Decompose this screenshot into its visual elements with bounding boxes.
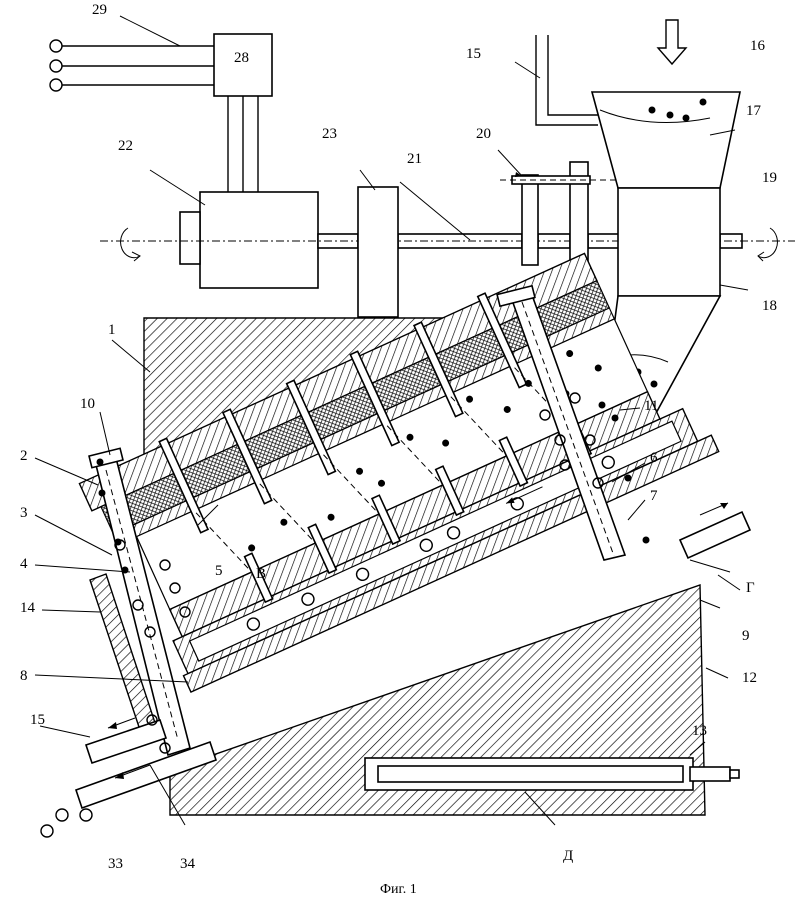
motor-22 xyxy=(149,169,319,289)
power-terminals xyxy=(49,15,214,92)
zone-lines xyxy=(195,367,571,573)
label-18: 18 xyxy=(762,298,777,314)
label-7: 7 xyxy=(650,488,658,504)
label-10: 10 xyxy=(80,396,95,412)
label-34: 34 xyxy=(180,856,196,872)
label-13: 13 xyxy=(692,723,707,739)
input-arrow xyxy=(656,19,688,66)
label-11: 11 xyxy=(644,398,658,414)
label-20: 20 xyxy=(476,126,491,142)
screw-column-11 xyxy=(496,284,650,561)
label-29: 29 xyxy=(92,2,107,18)
feed-pipe-15-top xyxy=(514,35,598,126)
rotary-feeder-19 xyxy=(617,187,749,297)
label-4: 4 xyxy=(20,556,28,572)
label-8: 8 xyxy=(20,668,28,684)
label-16: 16 xyxy=(750,38,766,54)
label-9: 9 xyxy=(742,628,750,644)
channel-bubbles xyxy=(246,455,615,631)
label-15-top: 15 xyxy=(466,46,481,62)
label-33: 33 xyxy=(108,856,123,872)
label-17: 17 xyxy=(746,103,762,119)
label-B: В xyxy=(256,566,266,582)
channel-flow-arrow xyxy=(505,486,543,504)
coupling-23 xyxy=(357,169,399,318)
gear-pair-20 xyxy=(497,149,620,269)
label-D: Д xyxy=(563,848,573,864)
control-unit-28 xyxy=(213,33,273,97)
label-15-left: 15 xyxy=(30,712,45,728)
label-21: 21 xyxy=(407,151,422,167)
label-1: 1 xyxy=(108,322,116,338)
label-2: 2 xyxy=(20,448,28,464)
mixing-paddles xyxy=(158,292,593,604)
outlet-pipe-right xyxy=(678,502,752,573)
label-14: 14 xyxy=(20,600,36,616)
label-6: 6 xyxy=(650,450,658,466)
outlet-pipe-left xyxy=(39,714,218,838)
label-28: 28 xyxy=(234,50,249,66)
control-cables xyxy=(227,96,259,192)
feed-hopper-17 xyxy=(590,91,741,189)
label-19: 19 xyxy=(762,170,777,186)
label-5: 5 xyxy=(215,563,223,579)
label-12: 12 xyxy=(742,670,757,686)
base-block-12 xyxy=(169,584,740,826)
leader-lines xyxy=(34,457,741,683)
figure-caption: Фиг. 1 xyxy=(380,882,417,897)
label-G: Г xyxy=(746,580,755,596)
label-23: 23 xyxy=(322,126,337,142)
label-22: 22 xyxy=(118,138,133,154)
label-3: 3 xyxy=(20,505,28,521)
